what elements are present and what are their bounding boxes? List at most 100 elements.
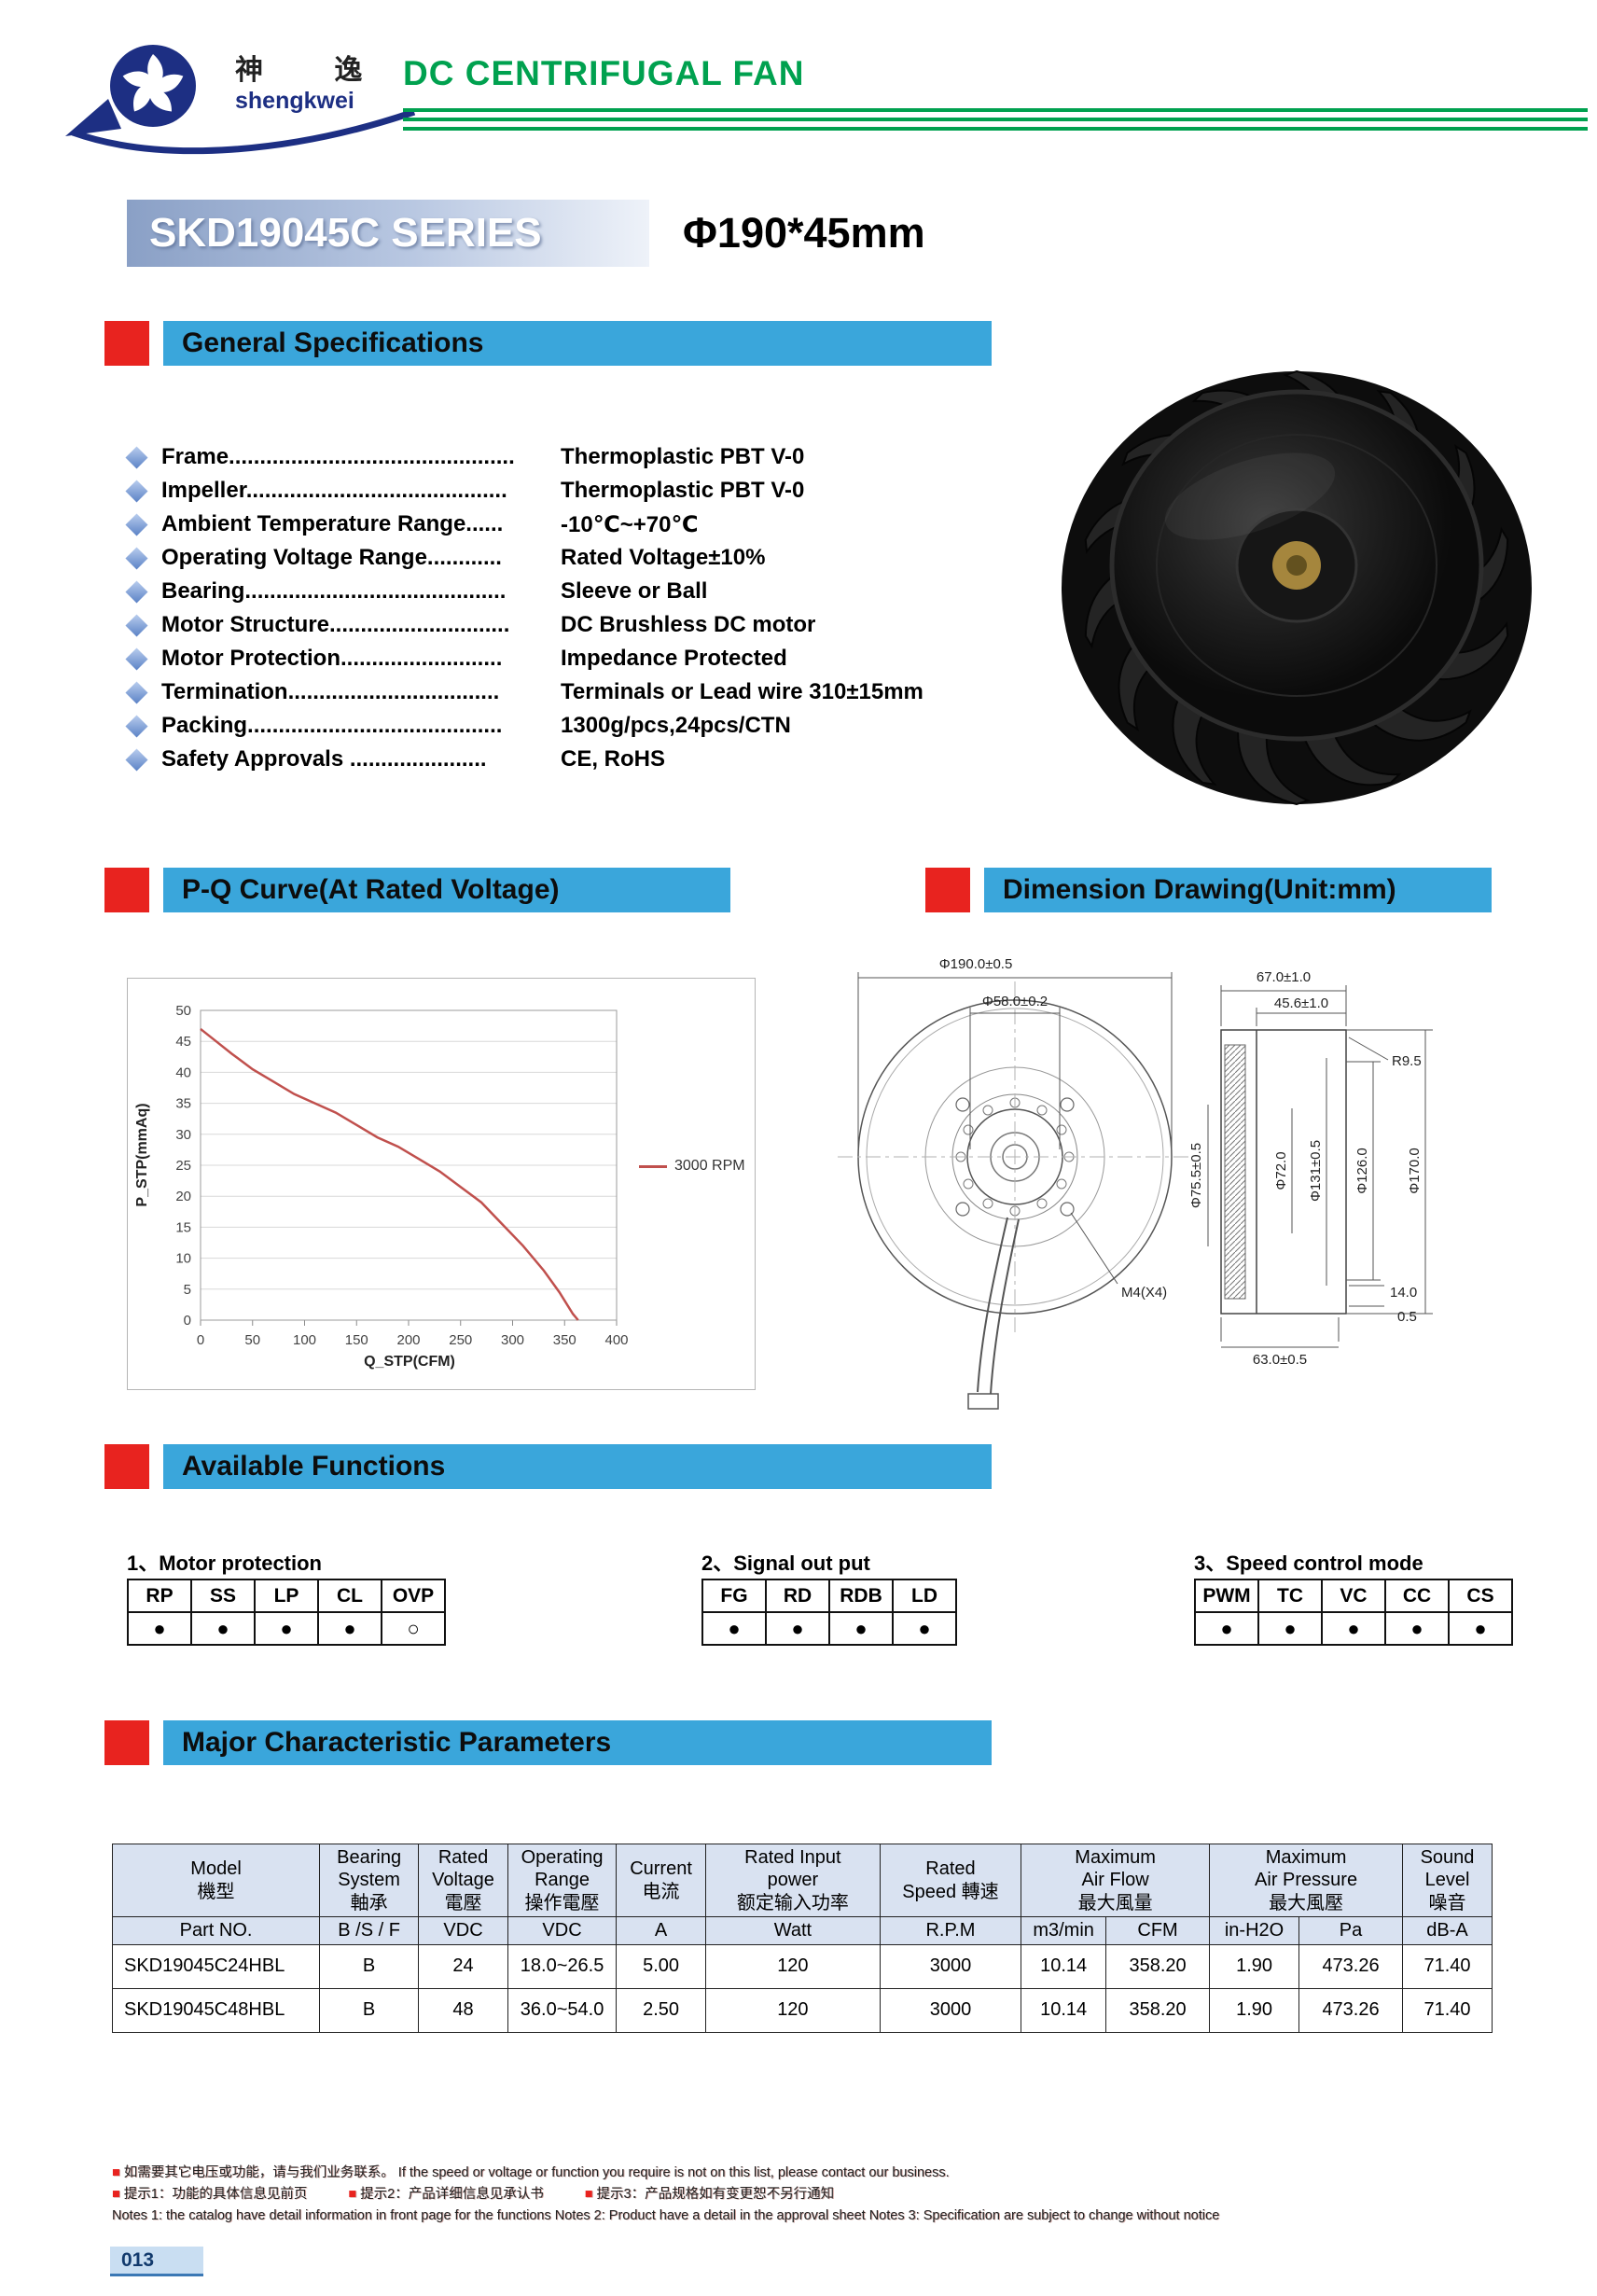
dim-label-d58: Φ58.0±0.2: [982, 994, 1048, 1009]
cell: B: [319, 1943, 420, 1989]
note-text: 提示2：产品详细信息见承认书: [360, 2187, 544, 2202]
spec-value: Impedance Protected: [561, 646, 787, 671]
cell: 3000: [879, 1943, 1022, 1989]
red-square-decor: [104, 1444, 149, 1489]
col-header: Rated Speed 轉速: [879, 1843, 1022, 1918]
red-square-decor: [104, 321, 149, 366]
function-dot: ●: [190, 1611, 256, 1646]
col-subheader: in-H2O: [1209, 1916, 1299, 1945]
functions-group1-table: RP SS LP CL OVP ● ● ● ● ○: [127, 1579, 446, 1646]
spec-value: Thermoplastic PBT V-0: [561, 478, 805, 503]
spec-label: Safety Approvals ......................: [161, 746, 487, 772]
spec-value: Sleeve or Ball: [561, 578, 708, 604]
cell: 71.40: [1402, 1943, 1493, 1989]
cell: 120: [705, 1987, 881, 2033]
functions-group2-title: 2、Signal out put: [701, 1552, 870, 1575]
cell: 18.0~26.5: [507, 1943, 618, 1989]
cell: 1.90: [1209, 1943, 1299, 1989]
chart-x-axis-label: Q_STP(CFM): [364, 1354, 455, 1370]
svg-text:200: 200: [396, 1332, 420, 1348]
dim-label-d126: Φ126.0: [1354, 1148, 1370, 1194]
functions-group1-title: 1、Motor protection: [127, 1552, 322, 1575]
note-text: 提示3：产品规格如有变更恕不另行通知: [596, 2187, 835, 2202]
diamond-bullet-icon: [125, 546, 148, 570]
svg-text:100: 100: [293, 1332, 316, 1348]
diamond-bullet-icon: [125, 613, 148, 637]
function-dot: ●: [892, 1611, 957, 1646]
note-line: Notes 1: the catalog have detail informa…: [112, 2208, 1220, 2223]
svg-text:250: 250: [449, 1332, 472, 1348]
spec-row: Frame...................................…: [123, 440, 1019, 474]
functions-group3-table: PWM TC VC CC CS ● ● ● ● ●: [1194, 1579, 1513, 1646]
red-square-decor: [104, 1720, 149, 1765]
spec-row: Termination.............................…: [123, 675, 1019, 709]
svg-text:45: 45: [175, 1034, 191, 1050]
diamond-bullet-icon: [125, 579, 148, 604]
diamond-bullet-icon: [125, 512, 148, 536]
logo-name-text: shengkwei: [235, 88, 354, 114]
legend-line-icon: [639, 1164, 667, 1168]
svg-text:25: 25: [175, 1158, 191, 1174]
function-label: RD: [765, 1579, 830, 1613]
diamond-bullet-icon: [125, 445, 148, 469]
col-subheader: R.P.M: [879, 1916, 1022, 1945]
dim-label-w63: 63.0±0.5: [1253, 1352, 1307, 1368]
note-line: ■如需要其它电压或功能，请与我们业务联系。 If the speed or vo…: [112, 2163, 1493, 2184]
col-header: Rated Input power 额定输入功率: [705, 1843, 881, 1918]
dim-label-w456: 45.6±1.0: [1274, 995, 1328, 1011]
dim-label-d170: Φ170.0: [1407, 1148, 1423, 1194]
series-title: SKD19045C SERIES: [149, 210, 542, 256]
cell: 1.90: [1209, 1987, 1299, 2033]
col-header: Operating Range 操作電壓: [507, 1843, 618, 1918]
green-rule: [403, 127, 1588, 131]
function-label: PWM: [1194, 1579, 1259, 1613]
page-number: 013: [110, 2247, 203, 2276]
red-square-decor: [104, 868, 149, 912]
function-label: SS: [190, 1579, 256, 1613]
functions-group2-table: FG RD RDB LD ● ● ● ●: [701, 1579, 957, 1646]
footer-notes: ■如需要其它电压或功能，请与我们业务联系。 If the speed or vo…: [112, 2163, 1493, 2227]
spec-row: Safety Approvals ......................C…: [123, 743, 1019, 776]
function-dot: ●: [254, 1611, 319, 1646]
function-label: RDB: [828, 1579, 894, 1613]
lead-wire: [967, 1217, 1020, 1410]
logo-swirl-icon: [65, 45, 416, 155]
col-subheader: dB-A: [1402, 1916, 1493, 1945]
function-label: LP: [254, 1579, 319, 1613]
dimension-drawing: Φ190.0±0.5 Φ58.0±0.2 M4(X4) 67.0±1.0 45: [838, 956, 1433, 1410]
section-dimension: Dimension Drawing(Unit:mm): [925, 868, 1492, 912]
function-dot: ●: [1194, 1611, 1259, 1646]
functions-group3-title: 3、Speed control mode: [1194, 1552, 1423, 1575]
svg-text:40: 40: [175, 1065, 191, 1080]
spec-row: Packing.................................…: [123, 709, 1019, 743]
cell: 10.14: [1021, 1987, 1107, 2033]
table-row: SKD19045C24HBL B 24 18.0~26.5 5.00 120 3…: [111, 1943, 1493, 1989]
function-dot: ●: [828, 1611, 894, 1646]
section-functions-title: Available Functions: [163, 1444, 992, 1489]
spec-row: Impeller................................…: [123, 474, 1019, 508]
parameters-table: Model 機型 Bearing System 軸承 Rated Voltage…: [111, 1843, 1493, 2033]
function-dot: ○: [381, 1611, 446, 1646]
cell: B: [319, 1987, 420, 2033]
svg-text:50: 50: [244, 1332, 260, 1348]
note-marker: ■: [348, 2187, 357, 2202]
spec-label: Impeller................................…: [161, 478, 507, 503]
diamond-bullet-icon: [125, 747, 148, 772]
cell: 120: [705, 1943, 881, 1989]
spec-list: Frame...................................…: [123, 440, 1019, 776]
svg-text:5: 5: [184, 1282, 191, 1298]
spec-label: Operating Voltage Range............: [161, 545, 502, 570]
diamond-bullet-icon: [125, 714, 148, 738]
svg-text:0: 0: [197, 1332, 204, 1348]
spec-value: -10℃~+70℃: [561, 511, 699, 537]
col-subheader: Pa: [1298, 1916, 1404, 1945]
col-subheader: A: [616, 1916, 706, 1945]
section-functions: Available Functions: [104, 1444, 992, 1489]
side-view: [1220, 1029, 1347, 1315]
note-text: 提示1：功能的具体信息见前页: [123, 2187, 308, 2202]
svg-text:20: 20: [175, 1189, 191, 1204]
function-label: CS: [1448, 1579, 1513, 1613]
col-header: Maximum Air Pressure 最大風壓: [1209, 1843, 1404, 1918]
dim-label-r95: R9.5: [1392, 1053, 1422, 1069]
